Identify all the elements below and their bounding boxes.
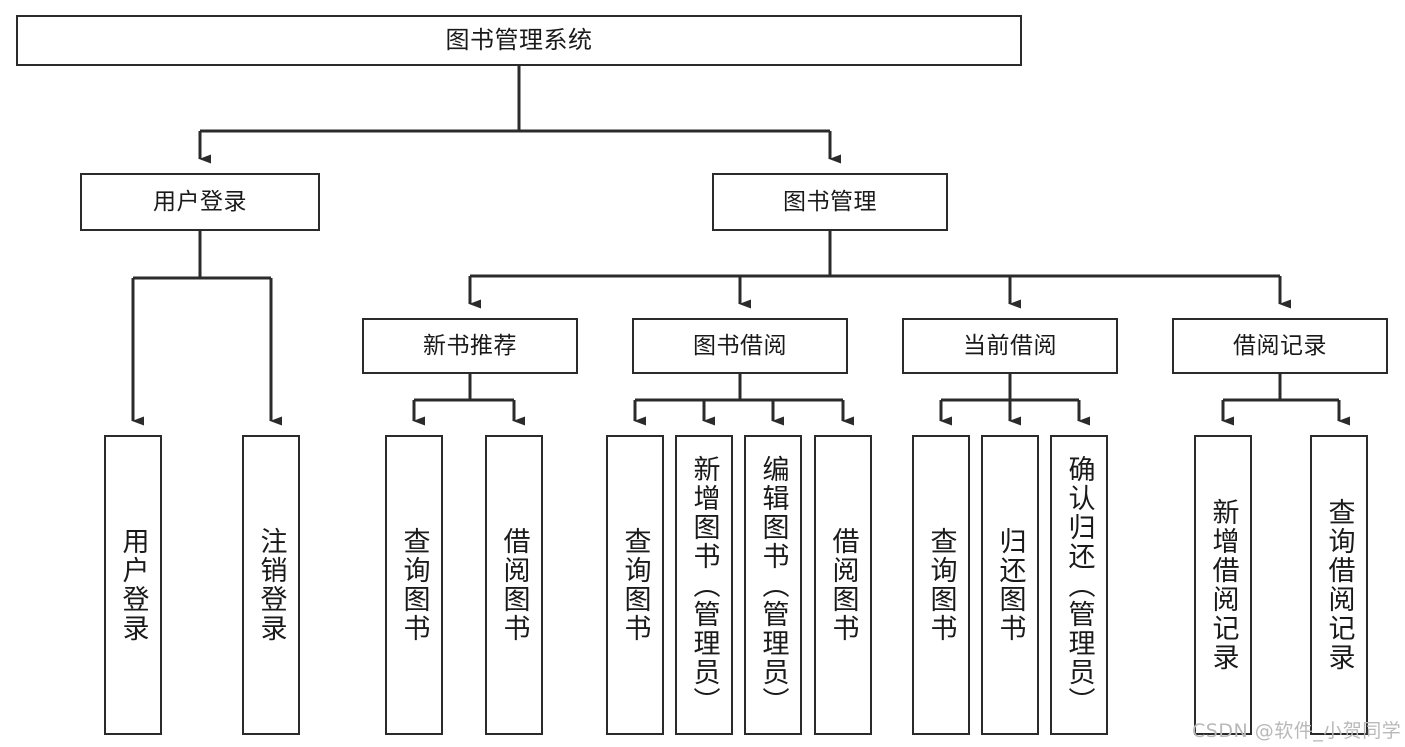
node-label: 用户登录	[117, 527, 149, 643]
node-label: 查询借阅记录	[1323, 498, 1355, 672]
node-label: 图书管理	[783, 188, 877, 215]
leaf-add-borrow-record[interactable]: 新增借阅记录	[1194, 435, 1252, 735]
node-user-login[interactable]: 用户登录	[80, 173, 320, 231]
node-label: 编辑图书（管理员）	[757, 454, 789, 716]
node-current-borrow[interactable]: 当前借阅	[902, 318, 1118, 374]
node-label: 用户登录	[153, 188, 247, 215]
leaf-query-book-current[interactable]: 查询图书	[912, 435, 970, 735]
node-label: 查询图书	[619, 527, 651, 643]
node-book-management[interactable]: 图书管理	[712, 173, 948, 231]
leaf-return-book[interactable]: 归还图书	[981, 435, 1039, 735]
leaf-add-book-admin[interactable]: 新增图书（管理员）	[675, 435, 733, 735]
leaf-edit-book-admin[interactable]: 编辑图书（管理员）	[744, 435, 802, 735]
leaf-query-book-borrow[interactable]: 查询图书	[606, 435, 664, 735]
leaf-borrow-book[interactable]: 借阅图书	[814, 435, 872, 735]
node-root-book-management-system[interactable]: 图书管理系统	[16, 15, 1022, 66]
watermark-csdn: CSDN @软件_小贺同学	[1192, 720, 1402, 742]
node-label: 借阅记录	[1233, 332, 1327, 359]
node-label: 查询图书	[398, 527, 430, 643]
leaf-confirm-return-admin[interactable]: 确认归还（管理员）	[1050, 435, 1108, 735]
node-label: 借阅图书	[498, 527, 530, 643]
node-label: 确认归还（管理员）	[1063, 454, 1095, 716]
node-label: 新增图书（管理员）	[688, 454, 720, 716]
leaf-query-book-recommend[interactable]: 查询图书	[385, 435, 443, 735]
node-label: 新增借阅记录	[1207, 498, 1239, 672]
node-borrow-record[interactable]: 借阅记录	[1172, 318, 1388, 374]
node-label: 归还图书	[994, 527, 1026, 643]
leaf-borrow-book-recommend[interactable]: 借阅图书	[485, 435, 543, 735]
node-label: 注销登录	[255, 527, 287, 643]
node-label: 图书借阅	[693, 332, 787, 359]
node-label: 当前借阅	[963, 332, 1057, 359]
node-new-book-recommend[interactable]: 新书推荐	[362, 318, 578, 374]
node-label: 新书推荐	[423, 332, 517, 359]
node-label: 查询图书	[925, 527, 957, 643]
leaf-query-borrow-record[interactable]: 查询借阅记录	[1310, 435, 1368, 735]
node-book-borrow[interactable]: 图书借阅	[632, 318, 848, 374]
leaf-user-login[interactable]: 用户登录	[104, 435, 162, 735]
node-label: 借阅图书	[827, 527, 859, 643]
leaf-logout[interactable]: 注销登录	[242, 435, 300, 735]
node-label: 图书管理系统	[445, 25, 593, 54]
